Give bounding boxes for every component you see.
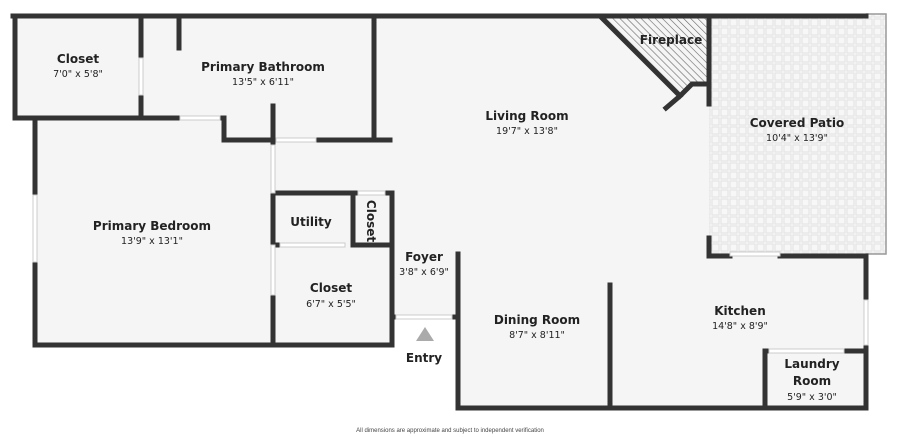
room-label-dining-room: Dining Room: [494, 313, 580, 327]
room-dims-living-room: 19'7" x 13'8": [496, 126, 558, 137]
room-label-closet: Closet: [57, 52, 99, 66]
fireplace-hearth: [602, 16, 709, 96]
room-label-primary-bathroom: Primary Bathroom: [201, 60, 325, 74]
disclaimer: All dimensions are approximate and subje…: [356, 428, 544, 434]
room-dims-closet: 7'0" x 5'8": [53, 69, 103, 80]
entry-arrow-icon: [416, 327, 434, 341]
room-label-laundry-line1: Laundry: [784, 357, 839, 371]
room-dims-closet-2: 6'7" x 5'5": [306, 299, 356, 310]
room-label-living-room: Living Room: [485, 109, 568, 123]
room-label-foyer: Foyer: [405, 250, 443, 264]
room-label-closet-small: Closet: [364, 200, 378, 242]
room-label-entry: Entry: [406, 351, 442, 365]
room-dims-covered-patio: 10'4" x 13'9": [766, 133, 828, 144]
room-label-covered-patio: Covered Patio: [750, 116, 845, 130]
room-label-fireplace: Fireplace: [640, 33, 702, 47]
room-label-kitchen: Kitchen: [714, 304, 766, 318]
floor: [13, 16, 866, 408]
room-dims-primary-bathroom: 13'5" x 6'11": [232, 77, 294, 88]
room-dims-primary-bedroom: 13'9" x 13'1": [121, 236, 183, 247]
walls: [10, 13, 869, 411]
room-label-utility: Utility: [290, 215, 332, 229]
room-label-laundry-line2: Room: [793, 374, 831, 388]
room-dims-laundry-room: 5'9" x 3'0": [787, 392, 837, 403]
room-label-primary-bedroom: Primary Bedroom: [93, 219, 211, 233]
covered-patio-floor: [709, 14, 886, 254]
room-label-closet-2: Closet: [310, 281, 352, 295]
room-dims-foyer: 3'8" x 6'9": [399, 267, 449, 278]
room-dims-dining-room: 8'7" x 8'11": [509, 330, 565, 341]
openings: [32, 57, 869, 354]
room-dims-kitchen: 14'8" x 8'9": [712, 321, 768, 332]
patio-edge: [866, 13, 887, 255]
